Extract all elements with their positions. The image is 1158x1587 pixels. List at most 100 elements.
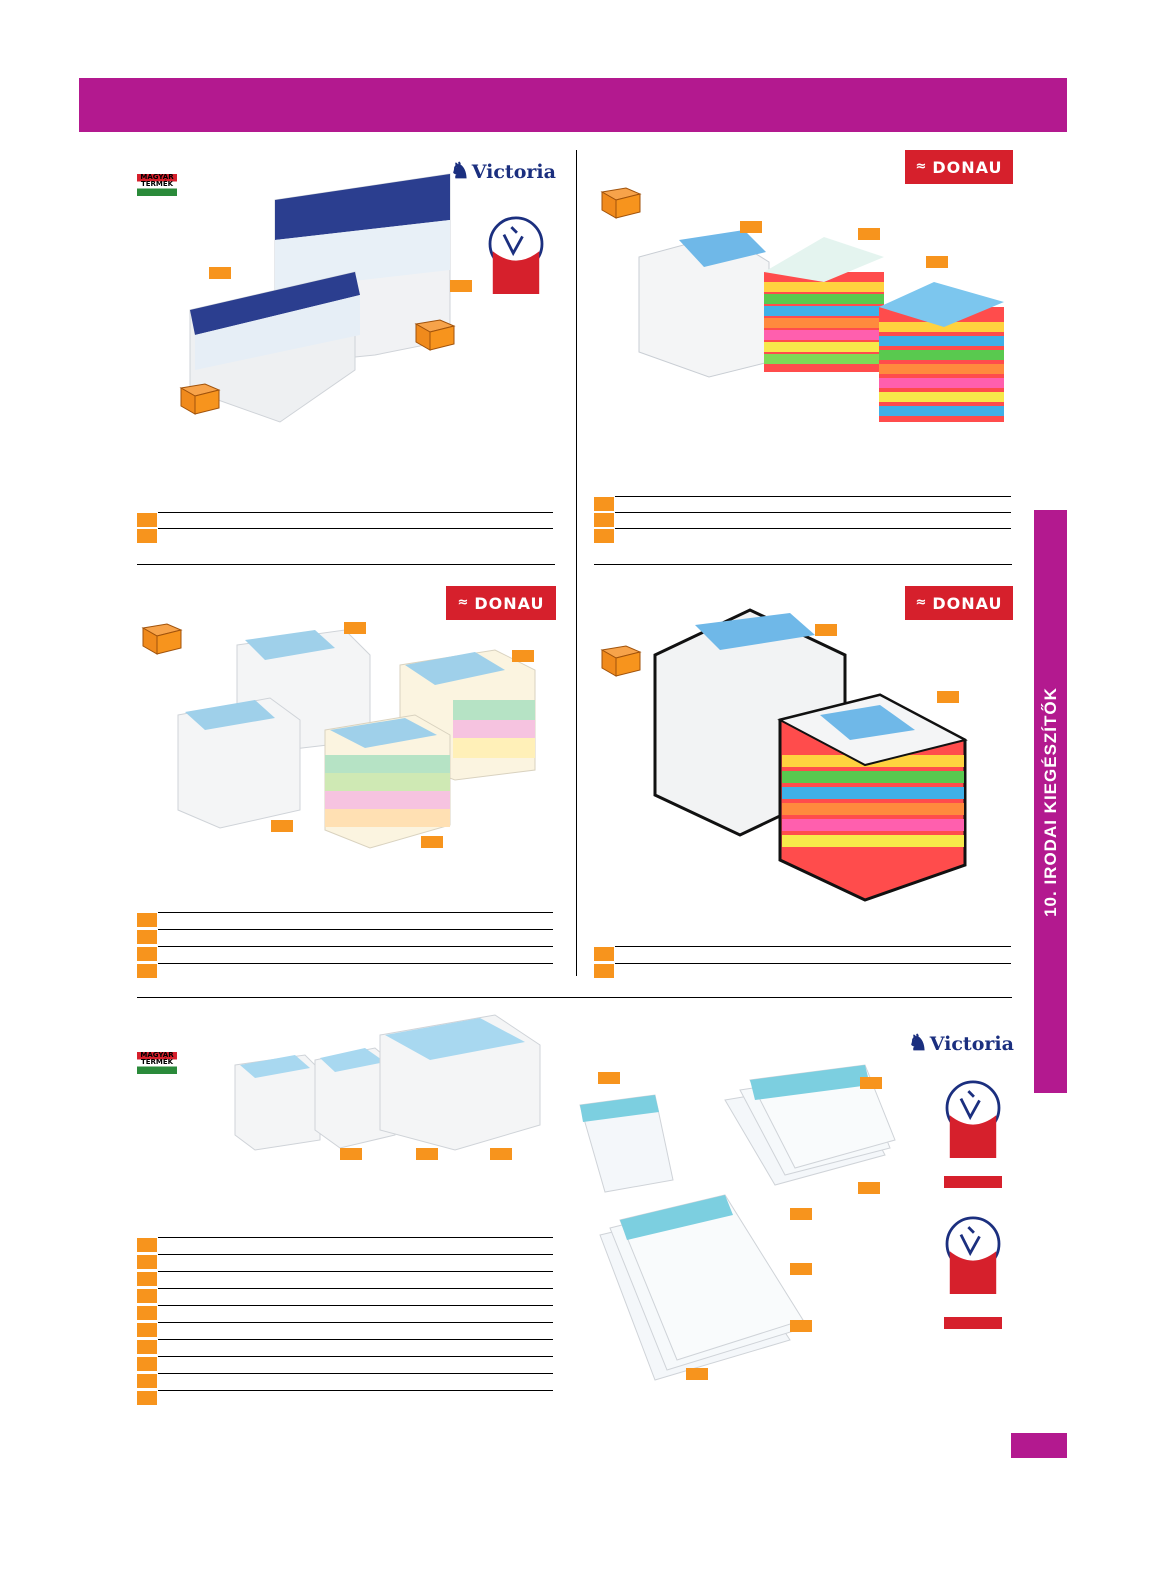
row-marker xyxy=(137,513,157,527)
row-marker xyxy=(137,913,157,927)
row-line xyxy=(158,1237,553,1238)
price-tag xyxy=(926,256,948,268)
row-line xyxy=(615,963,1011,964)
row-line xyxy=(158,528,553,529)
row-line xyxy=(158,1339,553,1340)
row-line xyxy=(158,912,553,913)
price-tag xyxy=(858,1182,880,1194)
donau-logo: ≈DONAU xyxy=(905,150,1013,184)
price-tag xyxy=(790,1320,812,1332)
row-line xyxy=(158,929,553,930)
row-marker xyxy=(137,964,157,978)
donau-waves-icon: ≈ xyxy=(457,594,470,610)
row-line xyxy=(158,1390,553,1391)
price-tag xyxy=(416,1148,438,1160)
donau-wordmark: DONAU xyxy=(474,593,545,613)
price-tag xyxy=(598,1072,620,1084)
row-line xyxy=(158,946,553,947)
row-line xyxy=(158,1254,553,1255)
product-photo-cubes-pastel xyxy=(177,629,536,849)
product-photo-notepads-large xyxy=(579,1064,896,1381)
chapter-tab[interactable]: 10. IRODAI KIEGÉSZÍTŐK xyxy=(1034,510,1067,1093)
price-tag xyxy=(271,820,293,832)
price-tag xyxy=(860,1077,882,1089)
row-marker xyxy=(137,1289,157,1303)
row-marker xyxy=(594,497,614,511)
price-tag xyxy=(790,1263,812,1275)
box-icon xyxy=(414,319,456,351)
row-marker xyxy=(137,947,157,961)
victoria-wordmark: Victoria xyxy=(471,161,556,183)
price-tag xyxy=(340,1148,362,1160)
header-band xyxy=(79,78,1067,132)
donau-wordmark: DONAU xyxy=(932,157,1003,177)
row-marker xyxy=(594,947,614,961)
row-marker xyxy=(137,1306,157,1320)
row-marker xyxy=(137,1340,157,1354)
donau-wordmark: DONAU xyxy=(932,593,1003,613)
rainbow-cube-holder xyxy=(777,693,968,902)
row-line xyxy=(158,512,553,513)
seal-icon xyxy=(488,216,544,294)
price-tag xyxy=(344,622,366,634)
row-line xyxy=(615,512,1011,513)
row-line xyxy=(158,1305,553,1306)
donau-logo: ≈DONAU xyxy=(905,586,1013,620)
row-marker xyxy=(137,1357,157,1371)
box-icon xyxy=(141,623,183,655)
price-tag xyxy=(937,691,959,703)
price-tag xyxy=(815,624,837,636)
row-marker xyxy=(594,964,614,978)
row-marker xyxy=(137,1255,157,1269)
magyar-termek-badge: MAGYAR TERMÉK xyxy=(137,174,177,196)
magyar-line2: TERMÉK xyxy=(140,1058,174,1066)
seal-icon xyxy=(945,1080,1001,1158)
victoria-wordmark: Victoria xyxy=(929,1033,1014,1055)
donau-waves-icon: ≈ xyxy=(915,594,928,610)
victoria-logo: ♞Victoria xyxy=(908,1030,1014,1056)
row-marker xyxy=(137,529,157,543)
seal-icon xyxy=(945,1216,1001,1294)
magyar-line2: TERMÉK xyxy=(140,180,174,188)
victoria-horse-icon: ♞ xyxy=(450,158,470,184)
product-photo-cube-victoria xyxy=(189,173,451,423)
product-photo-notepads-small xyxy=(234,1014,541,1151)
row-marker xyxy=(137,930,157,944)
victoria-logo: ♞Victoria xyxy=(450,158,556,184)
price-tag xyxy=(790,1208,812,1220)
row-line xyxy=(158,1288,553,1289)
row-line xyxy=(158,1322,553,1323)
price-tag xyxy=(740,221,762,233)
row-marker xyxy=(137,1323,157,1337)
row-marker xyxy=(594,529,614,543)
box-icon xyxy=(600,645,642,677)
row-line xyxy=(158,1373,553,1374)
section-divider xyxy=(137,564,555,565)
product-photo-cubes-holder xyxy=(653,608,968,902)
price-tag xyxy=(450,280,472,292)
magyar-termek-badge: MAGYAR TERMÉK xyxy=(137,1052,177,1074)
seal-label-bar xyxy=(944,1317,1002,1329)
box-icon xyxy=(600,187,642,219)
box-icon xyxy=(179,383,221,415)
row-marker xyxy=(137,1272,157,1286)
row-line xyxy=(615,946,1011,947)
magyar-line1: MAGYAR xyxy=(140,173,174,181)
price-tag xyxy=(421,836,443,848)
row-line xyxy=(158,1356,553,1357)
column-divider xyxy=(576,150,577,976)
price-tag xyxy=(490,1148,512,1160)
row-line xyxy=(615,496,1011,497)
rainbow-cube-1 xyxy=(764,237,884,372)
donau-logo: ≈DONAU xyxy=(446,586,556,620)
product-photo-cubes-rainbow xyxy=(638,230,1004,422)
victoria-horse-icon: ♞ xyxy=(908,1030,928,1056)
price-tag xyxy=(686,1368,708,1380)
section-divider xyxy=(137,997,1012,998)
row-line xyxy=(615,528,1011,529)
donau-waves-icon: ≈ xyxy=(915,158,928,174)
price-tag xyxy=(858,228,880,240)
seal-label-bar xyxy=(944,1176,1002,1188)
price-tag xyxy=(512,650,534,662)
section-divider xyxy=(594,564,1012,565)
